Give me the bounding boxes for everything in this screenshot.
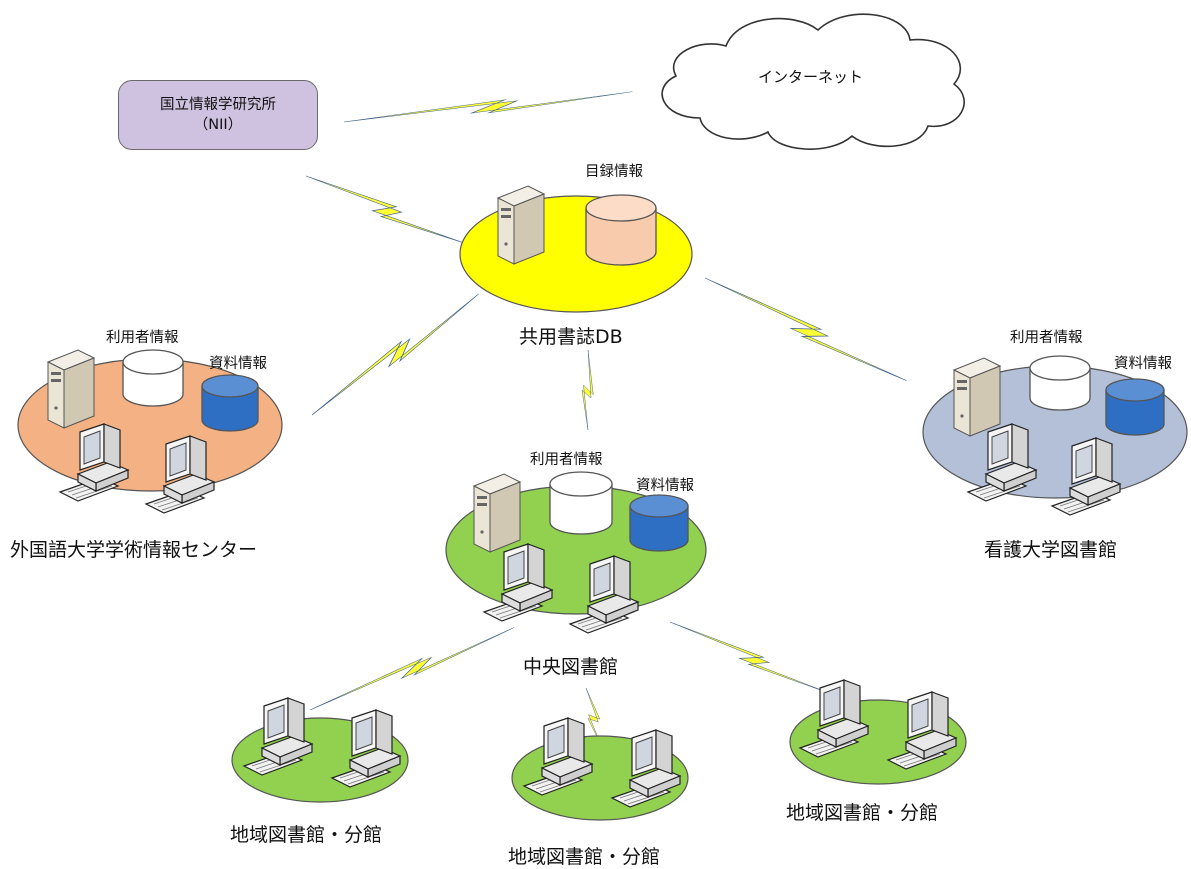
link-central-branch1 bbox=[307, 621, 518, 717]
nii-name: 国立情報学研究所 bbox=[160, 97, 276, 113]
link-shared-foreign bbox=[307, 287, 484, 423]
foreign-user-info-label: 利用者情報 bbox=[106, 330, 179, 346]
shared-db-label: 共用書誌DB bbox=[519, 326, 623, 348]
central-server-icon bbox=[473, 473, 521, 553]
link-shared-central bbox=[581, 349, 594, 431]
shared-server-icon bbox=[497, 185, 545, 265]
nursing-user-info-label: 利用者情報 bbox=[1010, 330, 1083, 346]
branch-label: 地域図書館・分館 bbox=[786, 802, 939, 824]
nursing-univ-node bbox=[922, 355, 1188, 516]
link-nii-internet bbox=[342, 85, 634, 129]
nursing-user-db-icon bbox=[1029, 355, 1091, 411]
central-library-label: 中央図書館 bbox=[523, 656, 619, 678]
foreign-server-icon bbox=[47, 349, 95, 429]
branch-node bbox=[789, 679, 967, 785]
branch-label: 地域図書館・分館 bbox=[508, 846, 661, 868]
catalog-info-label: 目録情報 bbox=[585, 164, 643, 180]
central-library-node bbox=[445, 471, 707, 634]
catalog-db-icon bbox=[585, 194, 657, 266]
shared-db-node bbox=[459, 185, 693, 313]
central-user-db-icon bbox=[549, 471, 613, 535]
internet-label: インターネット bbox=[758, 68, 864, 86]
nii-box: 国立情報学研究所 （NII） bbox=[118, 80, 318, 150]
central-user-info-label: 利用者情報 bbox=[530, 452, 603, 468]
foreign-material-info-label: 資料情報 bbox=[209, 356, 267, 372]
foreign-univ-label: 外国語大学学術情報センター bbox=[10, 539, 258, 561]
foreign-user-db-icon bbox=[122, 349, 184, 407]
branch-label: 地域図書館・分館 bbox=[230, 824, 383, 846]
nursing-material-db-icon bbox=[1105, 378, 1165, 436]
link-nii-shared-db bbox=[302, 169, 466, 251]
central-material-info-label: 資料情報 bbox=[636, 478, 694, 494]
nursing-material-info-label: 資料情報 bbox=[1114, 356, 1172, 372]
nursing-server-icon bbox=[953, 357, 1001, 437]
link-central-branch3 bbox=[666, 616, 836, 702]
branch-node bbox=[511, 717, 689, 821]
branch-node bbox=[231, 697, 409, 803]
foreign-univ-node bbox=[17, 349, 283, 514]
central-material-db-icon bbox=[629, 494, 689, 552]
foreign-material-db-icon bbox=[201, 374, 259, 432]
internet-cloud-icon bbox=[661, 13, 965, 150]
link-shared-nursing bbox=[700, 271, 911, 389]
nii-abbrev: （NII） bbox=[193, 117, 243, 133]
nursing-univ-label: 看護大学図書館 bbox=[984, 539, 1118, 561]
